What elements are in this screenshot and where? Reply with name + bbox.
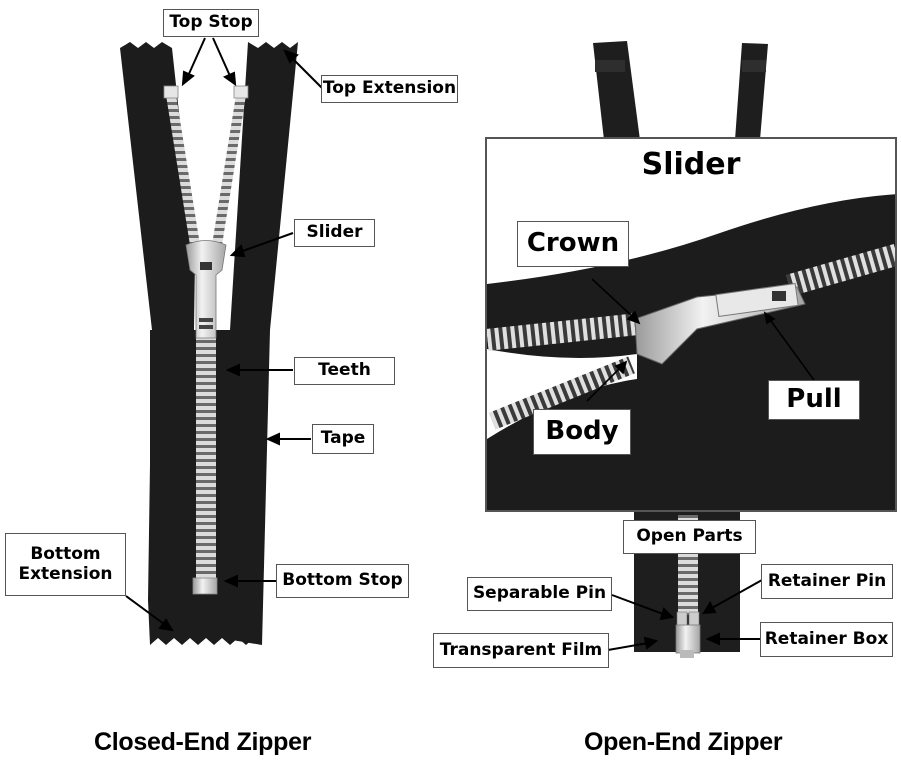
teeth-right-open — [212, 95, 246, 245]
caption-closed-end-zipper: Closed-End Zipper — [94, 728, 312, 756]
label-bottom-extension: Bottom Extension — [5, 533, 126, 596]
caption-open-end-zipper: Open-End Zipper — [584, 728, 783, 756]
label-bottom-stop: Bottom Stop — [276, 564, 409, 598]
label-crown: Crown — [517, 221, 629, 267]
label-top-extension: Top Extension — [321, 75, 458, 103]
slider-closeup-illustration — [487, 194, 895, 510]
label-top-stop: Top Stop — [163, 9, 259, 37]
top-stop-right — [233, 85, 249, 99]
retainer-box — [675, 624, 701, 654]
label-retainer-box: Retainer Box — [760, 622, 893, 657]
label-open-parts: Open Parts — [623, 520, 756, 554]
slider — [185, 240, 227, 339]
label-teeth: Teeth — [294, 357, 395, 385]
label-tape: Tape — [312, 424, 374, 454]
label-pull: Pull — [768, 380, 860, 420]
label-separable-pin: Separable Pin — [467, 577, 612, 611]
open-top-tape-left — [593, 41, 640, 140]
label-retainer-pin: Retainer Pin — [761, 564, 893, 599]
label-transparent-film: Transparent Film — [433, 633, 609, 668]
bottom-stop — [192, 577, 218, 595]
top-stop-left — [163, 85, 179, 99]
label-bottom-extension-line1: Bottom — [30, 543, 101, 564]
label-slider: Slider — [294, 219, 375, 247]
teeth-closed — [196, 335, 216, 580]
label-bottom-extension-line2: Extension — [18, 563, 113, 584]
slider-inset: Slider Crown Body Pull — [485, 137, 897, 512]
label-body: Body — [533, 409, 631, 455]
slider-inset-title: Slider — [641, 147, 741, 182]
teeth-left-open — [166, 95, 200, 245]
open-top-tape-right — [735, 43, 768, 140]
